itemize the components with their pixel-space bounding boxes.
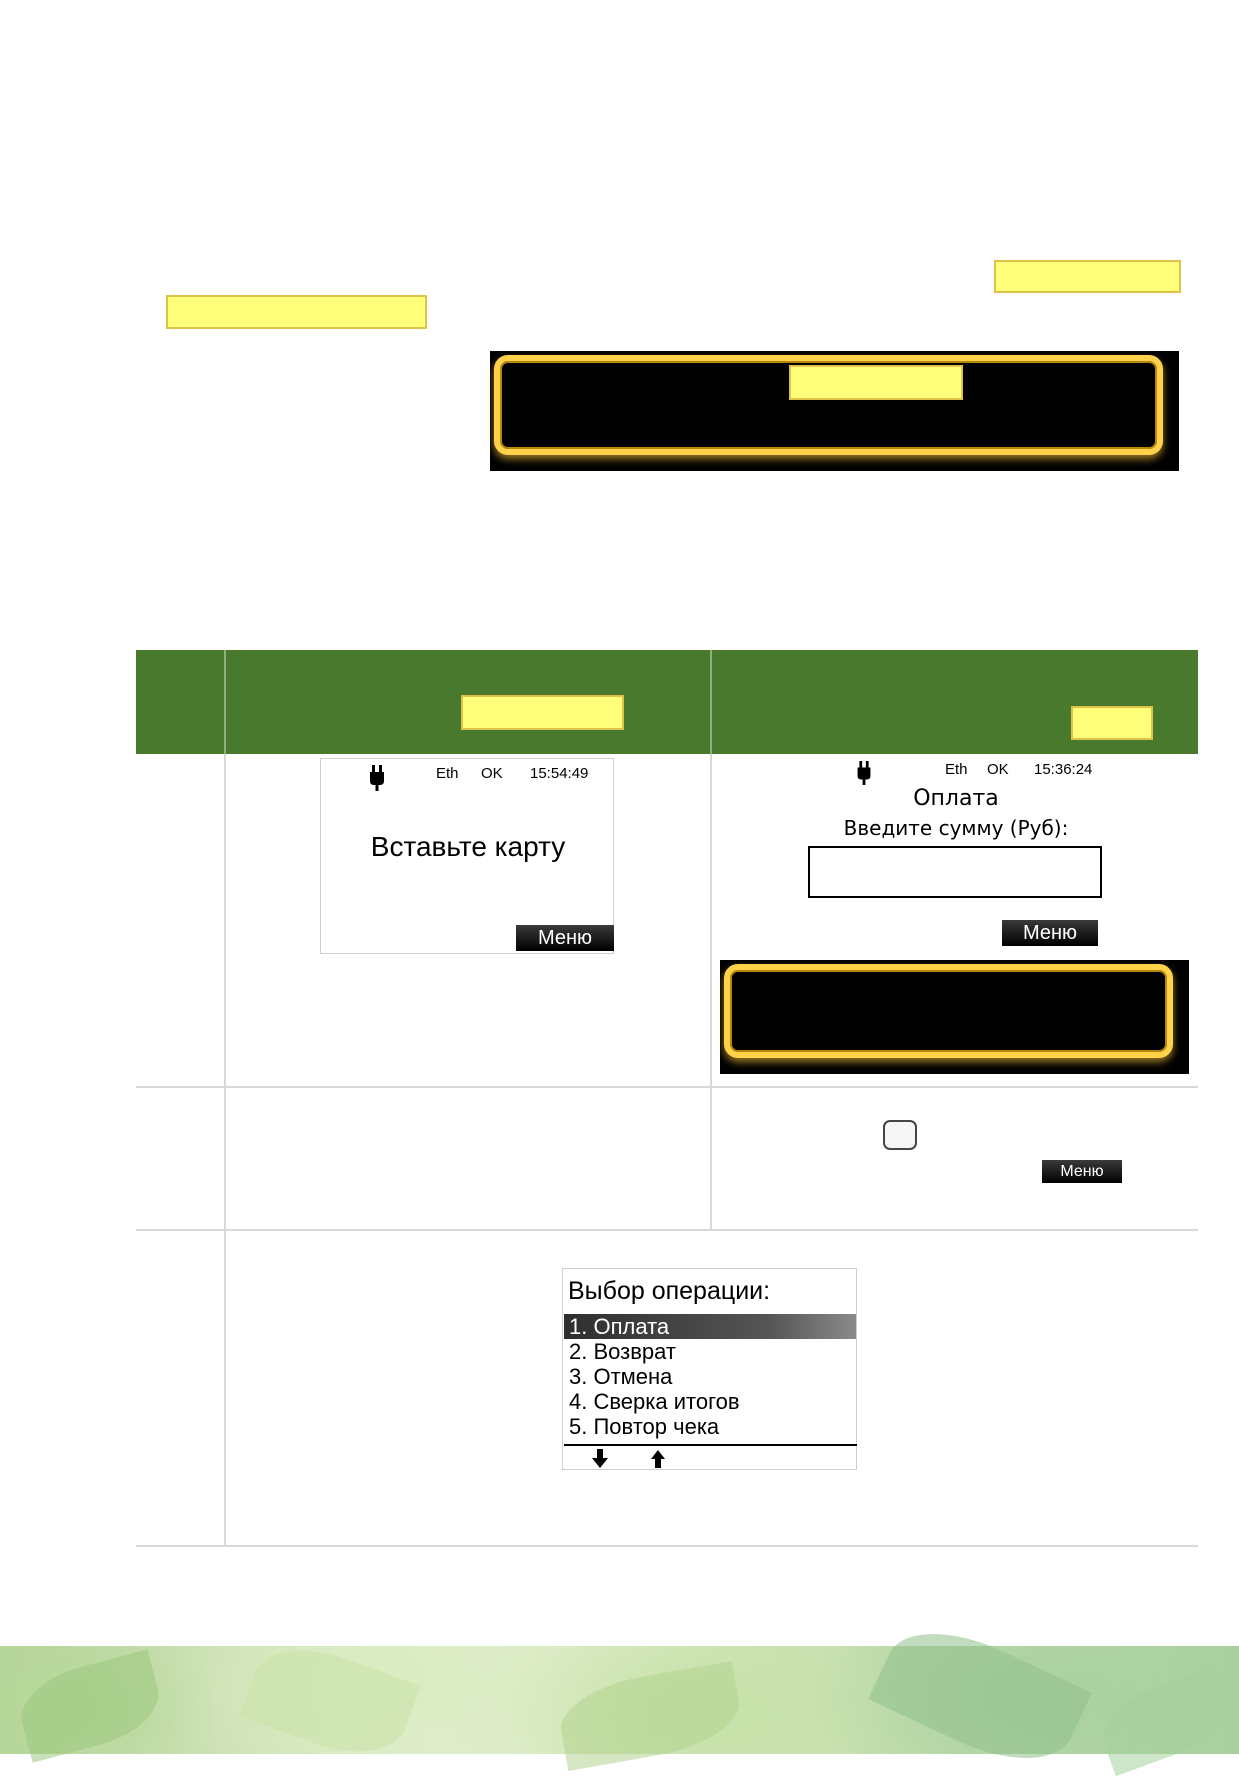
leaf-shape [12,1649,168,1763]
status-ok: OK [481,765,503,782]
leaf-shape [554,1660,746,1772]
operations-menu-title: Выбор операции: [568,1277,771,1305]
amount-prompt: Введите сумму (Руб): [843,816,1069,840]
leaf-shape [1091,1665,1239,1777]
table-col-divider [710,754,712,1230]
status-eth: Eth [436,765,459,782]
menu-button[interactable]: Меню [1002,920,1098,946]
terminal-screen-idle: Eth OK 15:54:49 Вставьте карту Меню [320,758,614,954]
menu-item-reprint[interactable]: 5. Повтор чека [569,1414,720,1439]
menu-item-payment[interactable]: 1. Оплата [569,1314,670,1339]
insert-card-message: Вставьте карту [370,831,566,862]
leaf-shape [868,1608,1092,1784]
highlight-mark [166,295,427,329]
banner-payment [720,960,1189,1074]
selected-row-bg [564,1314,856,1339]
menu-item-cancel[interactable]: 3. Отмена [569,1364,673,1389]
operations-menu-screen: Выбор операции: 1. Оплата 2. Возврат 3. … [562,1268,857,1470]
key-icon [883,1120,917,1150]
header-divider [224,650,226,754]
table-header [136,650,1198,754]
payment-title: Оплата [913,786,999,811]
arrow-up-icon[interactable] [650,1449,666,1469]
status-time: 15:36:24 [1034,761,1093,778]
banner-top [490,351,1179,471]
highlight-mark [461,695,624,730]
banner-frame [724,964,1173,1058]
status-time: 15:54:49 [530,765,589,782]
menu-item-refund[interactable]: 2. Возврат [569,1339,676,1364]
menu-button-inline: Меню [1042,1160,1122,1183]
footer-decoration [0,1608,1239,1784]
status-ok: OK [987,761,1009,778]
table-row-divider [136,1545,1198,1547]
plug-icon [370,765,384,791]
header-divider [710,650,712,754]
status-eth: Eth [945,761,968,778]
highlight-mark [789,365,963,400]
leaf-shape [239,1631,421,1771]
table-col-divider [224,754,226,1546]
amount-input[interactable] [808,846,1102,898]
menu-button[interactable]: Меню [516,925,614,951]
terminal-screen-payment: Eth OK 15:36:24 Оплата Введите сумму (Ру… [808,758,1104,954]
highlight-mark [1071,706,1153,740]
menu-divider [564,1444,857,1446]
table-row-divider [136,1229,1198,1231]
arrow-down-icon[interactable] [591,1449,609,1469]
plug-icon [857,761,871,785]
highlight-mark [994,260,1181,293]
menu-item-reconciliation[interactable]: 4. Сверка итогов [569,1389,740,1414]
table-row-divider [136,1086,1198,1088]
